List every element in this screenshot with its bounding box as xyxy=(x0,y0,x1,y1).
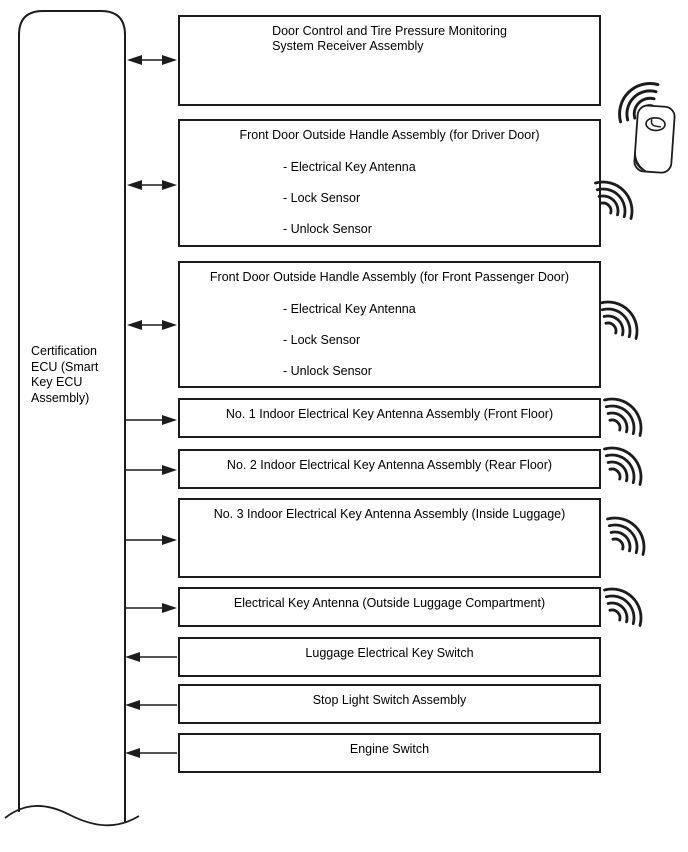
box-outside-luggage-antenna: Electrical Key Antenna (Outside Luggage … xyxy=(178,587,601,627)
left-arrow xyxy=(125,652,177,662)
box-luggage-key-switch: Luggage Electrical Key Switch xyxy=(178,637,601,677)
box-title: Engine Switch xyxy=(349,742,430,756)
box-title-text: Door Control and Tire Pressure Monitorin… xyxy=(272,24,507,53)
box-title: Front Door Outside Handle Assembly (for … xyxy=(209,270,570,284)
box-indoor-antenna-3: No. 3 Indoor Electrical Key Antenna Asse… xyxy=(178,498,601,578)
torn-edge xyxy=(4,805,140,827)
box-title: Stop Light Switch Assembly xyxy=(312,693,467,707)
box-item: - Unlock Sensor xyxy=(283,222,372,236)
box-stop-light-switch: Stop Light Switch Assembly xyxy=(178,684,601,724)
box-item: - Electrical Key Antenna xyxy=(283,160,416,174)
box-driver-door-handle: Front Door Outside Handle Assembly (for … xyxy=(178,119,601,247)
box-title: No. 2 Indoor Electrical Key Antenna Asse… xyxy=(226,458,553,472)
left-arrow xyxy=(125,700,177,710)
box-item: - Unlock Sensor xyxy=(283,364,372,378)
right-arrow xyxy=(126,465,177,475)
wireless-signal-icon xyxy=(603,397,643,437)
right-arrow xyxy=(126,535,177,545)
box-passenger-door-handle: Front Door Outside Handle Assembly (for … xyxy=(178,261,601,388)
right-arrow xyxy=(126,603,177,613)
box-receiver: Door Control and Tire Pressure Monitorin… xyxy=(178,15,601,106)
box-title: No. 1 Indoor Electrical Key Antenna Asse… xyxy=(225,407,554,421)
bidirectional-arrow xyxy=(127,180,177,190)
box-title: Luggage Electrical Key Switch xyxy=(305,646,474,660)
key-fob-icon xyxy=(633,104,676,174)
bidirectional-arrow xyxy=(127,320,177,330)
left-arrow xyxy=(125,748,177,758)
box-indoor-antenna-2: No. 2 Indoor Electrical Key Antenna Asse… xyxy=(178,449,601,489)
ecu-box-outline xyxy=(18,10,126,823)
box-item: - Lock Sensor xyxy=(283,333,361,347)
box-indoor-antenna-1: No. 1 Indoor Electrical Key Antenna Asse… xyxy=(178,398,601,438)
box-title: Door Control and Tire Pressure Monitorin… xyxy=(180,17,599,54)
ecu-box-label: Certification ECU (Smart Key ECU Assembl… xyxy=(31,344,99,405)
box-engine-switch: Engine Switch xyxy=(178,733,601,773)
box-item: - Lock Sensor xyxy=(283,191,361,205)
wireless-signal-icon xyxy=(599,300,639,340)
right-arrow xyxy=(126,415,177,425)
box-title: Electrical Key Antenna (Outside Luggage … xyxy=(233,596,546,610)
box-title: Front Door Outside Handle Assembly (for … xyxy=(239,128,540,142)
box-item: - Electrical Key Antenna xyxy=(283,302,416,316)
bidirectional-arrow xyxy=(127,55,177,65)
wireless-signal-icon xyxy=(603,587,643,627)
box-title: No. 3 Indoor Electrical Key Antenna Asse… xyxy=(213,507,566,521)
wireless-signal-icon xyxy=(603,446,643,486)
wireless-signal-icon xyxy=(606,516,646,556)
